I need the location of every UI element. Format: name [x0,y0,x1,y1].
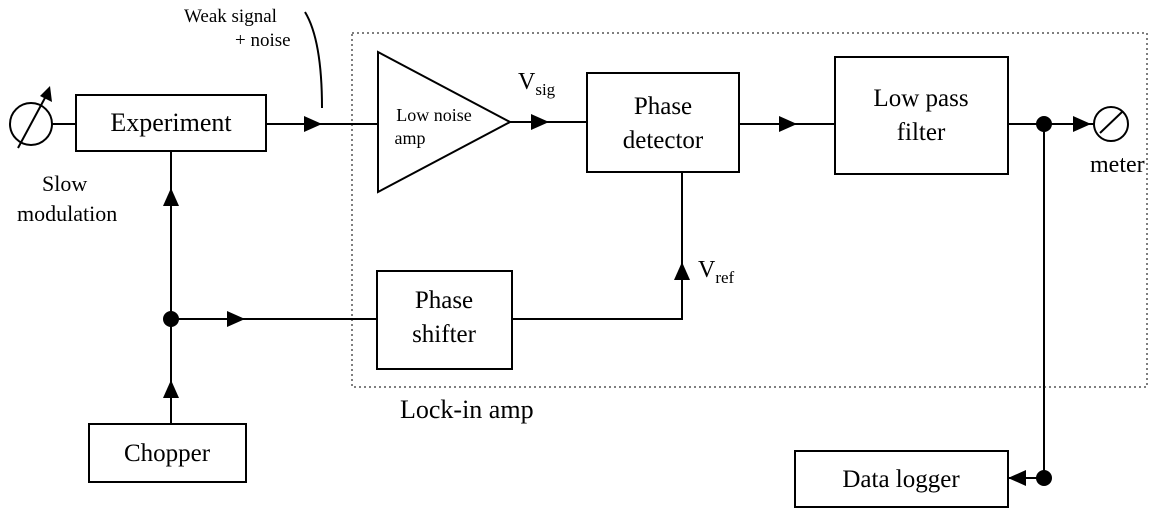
wire-shifter-detector [512,172,683,320]
lock-in-amp-label: Lock-in amp [400,395,534,424]
arrow-vsig [531,114,549,130]
chopper-box [88,423,247,483]
weak-signal-leader [304,11,323,109]
phase-shifter-label-line2: shifter [412,321,477,348]
junction-dot-logger [1036,470,1052,486]
low-noise-amp-triangle [377,50,513,194]
arrow-up-chopper [163,380,179,398]
chopper-label: Chopper [124,440,211,467]
modulation-label: modulation [17,201,117,226]
vsig-label: Vsig [518,69,556,99]
data-logger-box [794,450,1009,508]
phase-detector-label-line1: Phase [634,93,692,120]
arrow-vref [674,262,690,280]
amp-label-line1: Low noise [396,105,472,125]
weak-signal-label: Weak signal [184,6,277,27]
phase-shifter-box [376,270,513,370]
arrow-into-amp [304,116,322,132]
arrow-into-filter [779,116,797,132]
arrow-into-logger [1008,470,1026,486]
slow-label: Slow [42,171,87,196]
amp-label-line2: amp [395,128,426,148]
low-pass-filter-box [834,56,1009,175]
vref-label: Vref [698,257,735,287]
arrow-into-meter [1073,116,1091,132]
meter-label: meter [1090,152,1145,178]
phase-shifter-label-line1: Phase [415,287,473,314]
arrow-up-experiment [163,188,179,206]
modulation-source-icon [9,86,53,149]
noise-label: + noise [235,30,291,51]
experiment-label: Experiment [110,108,232,137]
phase-detector-label-line2: detector [623,127,704,154]
phase-detector-box [586,72,740,173]
data-logger-label: Data logger [842,466,960,493]
meter-icon [1093,106,1129,142]
low-pass-label-line1: Low pass [873,85,968,112]
arrow-into-shifter [227,311,245,327]
low-pass-label-line2: filter [897,119,946,146]
